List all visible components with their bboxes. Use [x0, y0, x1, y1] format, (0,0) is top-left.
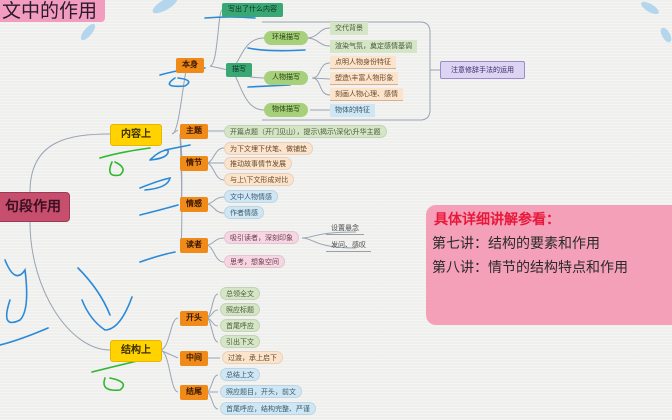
branch-structure[interactable]: 结构上 [110, 340, 162, 362]
leaf-person-2[interactable]: 塑造\丰富人物形象 [330, 72, 399, 85]
node-start[interactable]: 开头 [180, 311, 208, 326]
leaf-reader-sub-1[interactable]: 设置悬念 [326, 222, 364, 235]
node-reader[interactable]: 读者 [180, 238, 208, 253]
leaf-middle-1[interactable]: 过渡，承上启下 [222, 351, 283, 364]
leaf-emotion-2[interactable]: 作者情感 [224, 206, 264, 219]
branch-content[interactable]: 内容上 [110, 124, 162, 146]
node-emotion[interactable]: 情感 [180, 197, 208, 212]
leaf-end-2[interactable]: 照应题目，开头，前文 [220, 385, 302, 398]
callout-line-7: 第七讲：结构的要素和作用 [432, 236, 600, 252]
leaf-plot-1[interactable]: 为下文埋下伏笔、做铺垫 [224, 142, 313, 155]
leaf-env-1[interactable]: 交代背景 [330, 22, 368, 35]
leaf-theme-1[interactable]: 开篇点题（开门见山），提示\揭示\深化\升华主题 [224, 125, 387, 138]
leaf-start-4[interactable]: 引出下文 [220, 335, 260, 348]
root-node-paragraph-function[interactable]: 句段作用 [0, 192, 70, 222]
leaf-start-3[interactable]: 首尾呼应 [220, 319, 260, 332]
note-rhetoric[interactable]: 注意修辞手法的运用 [440, 61, 525, 79]
page-title: 文中的作用 [0, 0, 106, 22]
reference-callout: 具体详细讲解参看： 第七讲：结构的要素和作用 第八讲：情节的结构特点和作用 [426, 205, 672, 325]
leaf-plot-2[interactable]: 推动故事情节发展 [224, 157, 292, 170]
node-ben-shen[interactable]: 本身 [176, 58, 204, 73]
callout-title: 具体详细讲解参看： [434, 212, 560, 228]
leaf-start-1[interactable]: 总领全文 [220, 287, 260, 300]
node-miao-xie[interactable]: 描写 [226, 63, 252, 77]
node-plot[interactable]: 情节 [180, 156, 208, 171]
leaf-person-1[interactable]: 点明人物身份特征 [330, 56, 396, 69]
node-object-desc[interactable]: 物体描写 [264, 103, 308, 117]
leaf-reader-2[interactable]: 思考，想象空间 [224, 255, 285, 268]
node-person-desc[interactable]: 人物描写 [264, 71, 308, 85]
leaf-env-2[interactable]: 渲染气氛，奠定感情基调 [330, 40, 417, 53]
node-env-desc[interactable]: 环境描写 [264, 31, 308, 45]
node-end[interactable]: 结尾 [180, 385, 208, 400]
leaf-plot-3[interactable]: 与上\下文形成对比 [224, 173, 295, 186]
leaf-reader-1[interactable]: 吸引读者，深刻印象 [224, 231, 299, 244]
node-what-content[interactable]: 写出了什么内容 [222, 3, 283, 17]
leaf-object-1[interactable]: 物体的特征 [330, 104, 375, 117]
callout-line-8: 第八讲：情节的结构特点和作用 [432, 260, 628, 276]
leaf-person-3[interactable]: 刻画人物心理、感情 [330, 88, 403, 101]
leaf-end-1[interactable]: 总结上文 [220, 368, 260, 381]
leaf-end-3[interactable]: 首尾呼应，结构完整、严谨 [220, 402, 316, 415]
leaf-reader-sub-2[interactable]: 发问、感叹 [326, 239, 371, 252]
leaf-start-2[interactable]: 照应标题 [220, 303, 260, 316]
leaf-emotion-1[interactable]: 文中人物情感 [224, 190, 278, 203]
node-theme[interactable]: 主题 [180, 124, 208, 139]
node-middle[interactable]: 中间 [180, 351, 208, 366]
